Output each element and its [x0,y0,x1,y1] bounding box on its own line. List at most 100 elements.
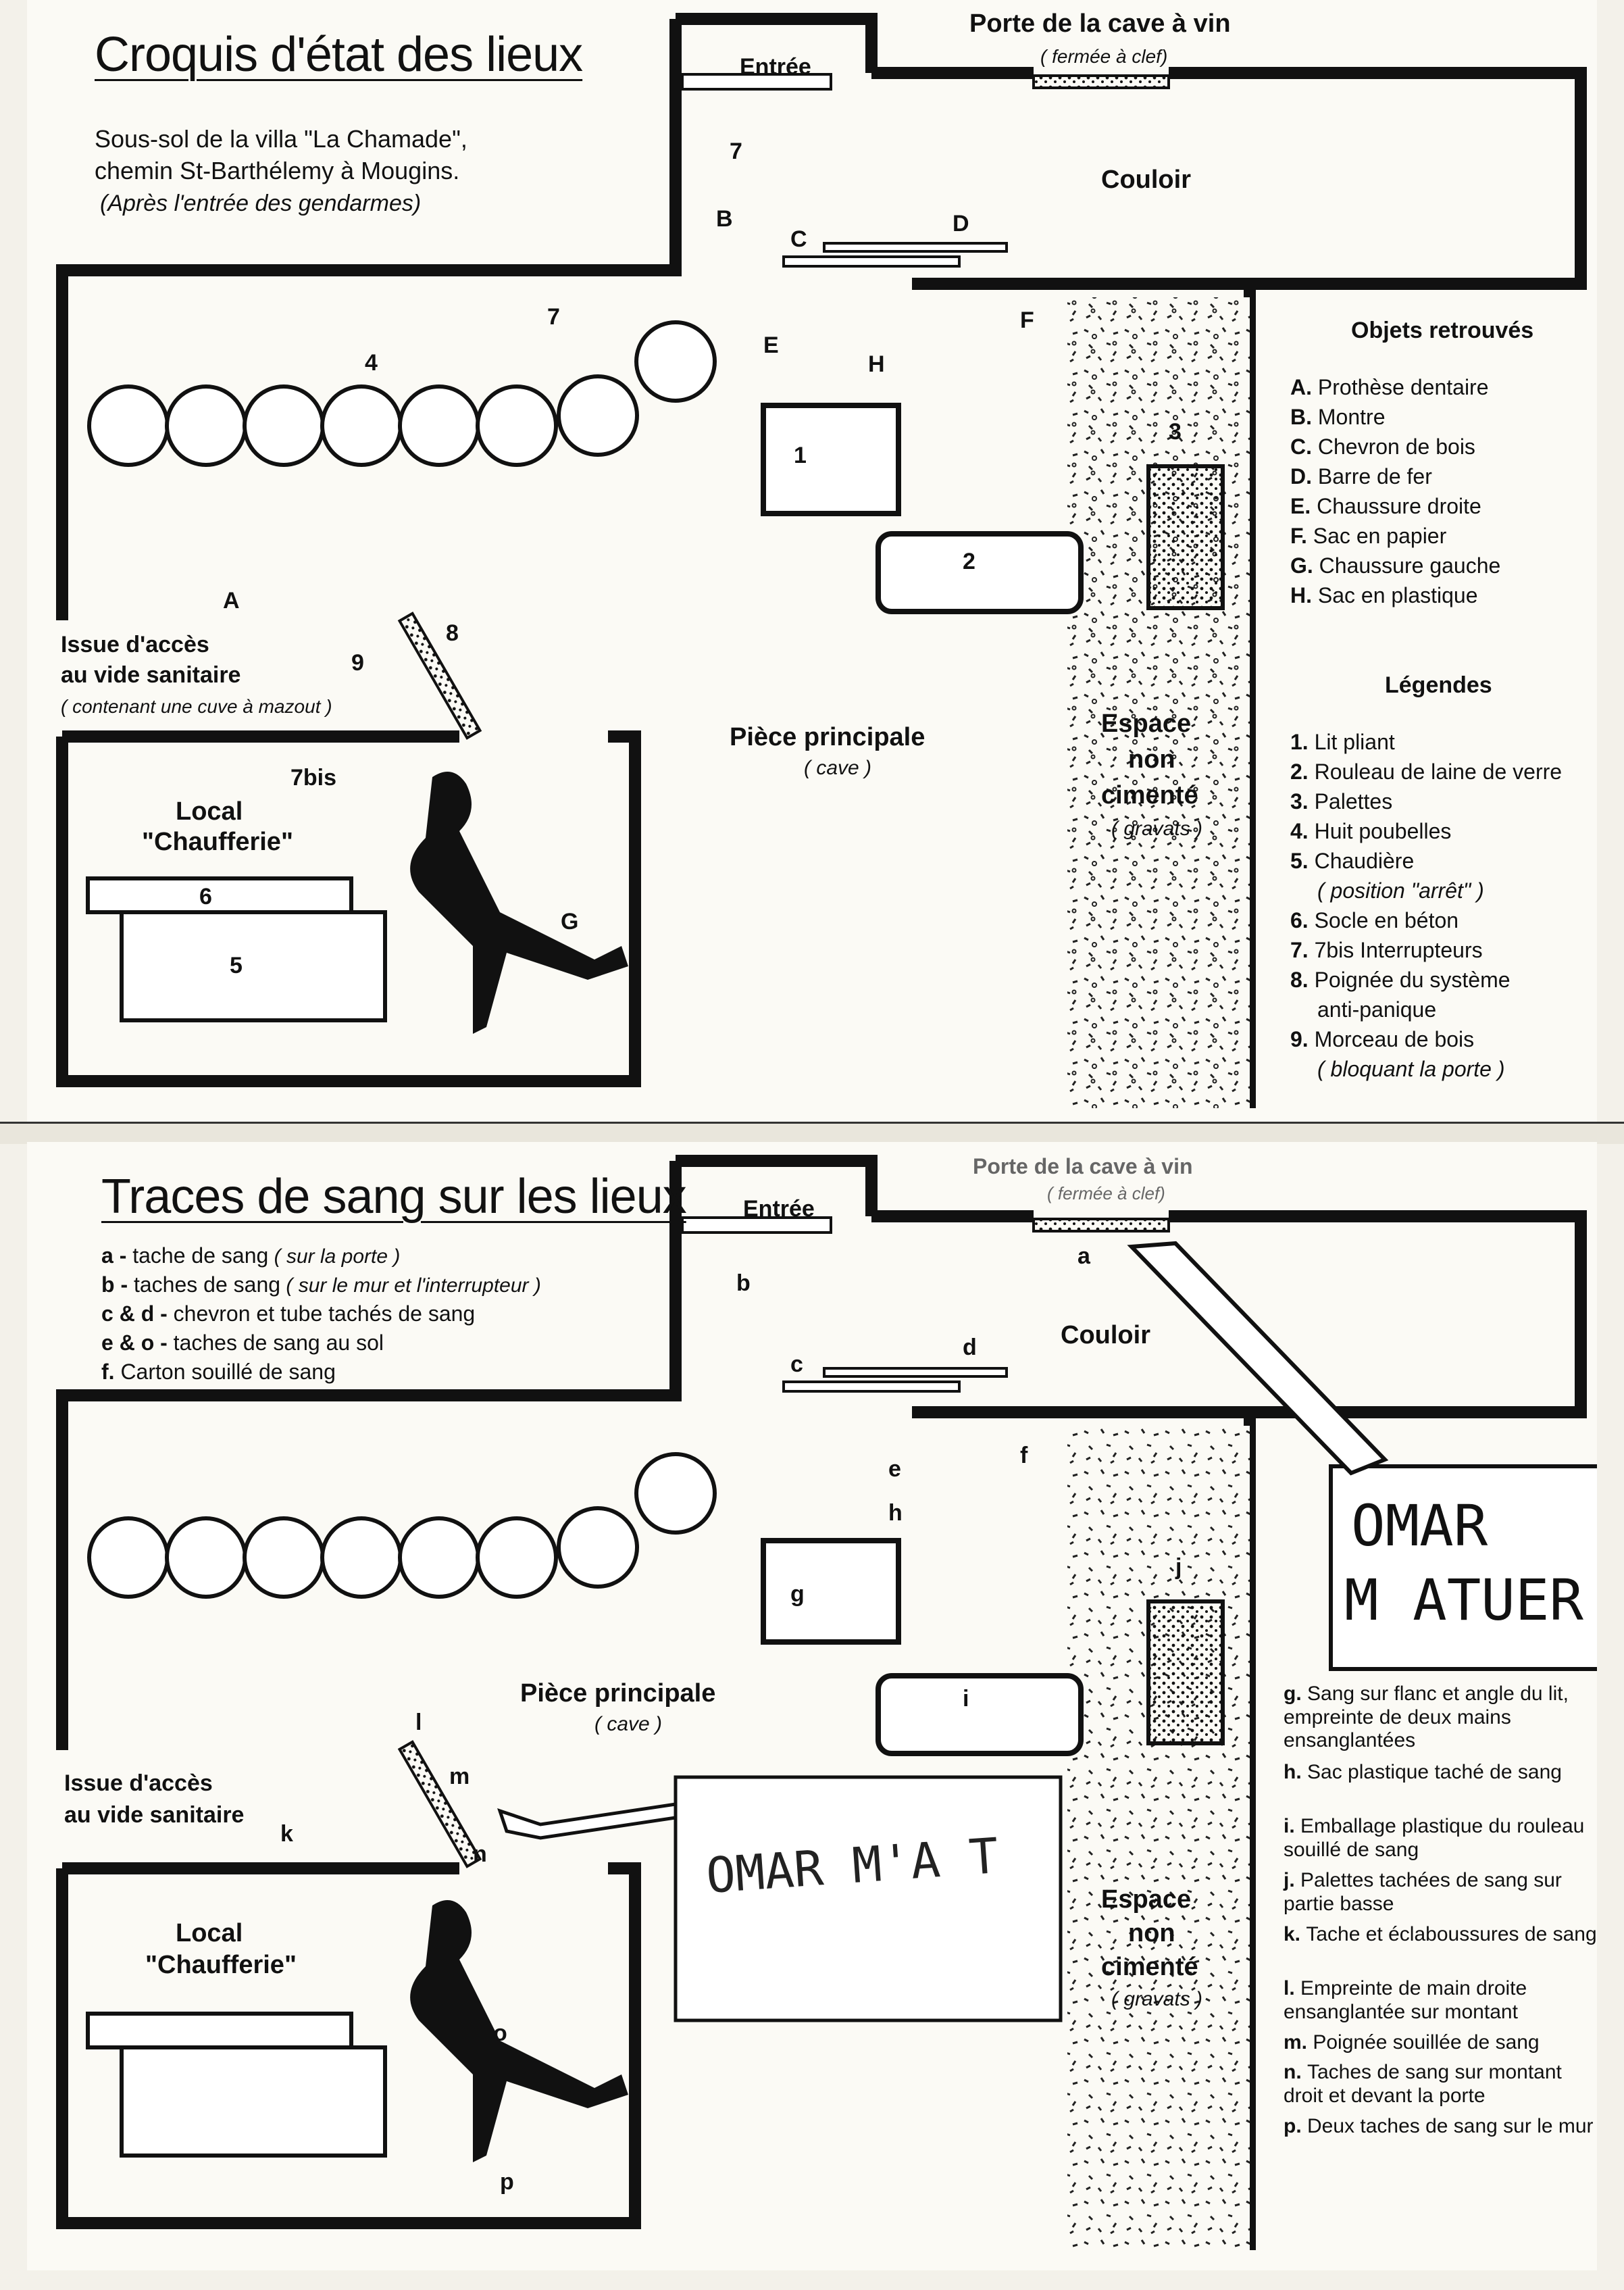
object-item-text: Sac en papier [1313,524,1447,548]
legend-item-text: anti-panique [1317,997,1437,1022]
legend-item-text: Palettes [1314,789,1393,814]
mark-A: A [223,588,240,614]
floor-plan-bottom [56,1155,1597,2250]
blood-key-text: tache de sang [132,1243,269,1268]
label-entree-bottom: Entrée [743,1196,815,1222]
blood-note-key: i. [1284,1815,1301,1837]
blood-note-text: Empreinte de main droite ensanglantée su… [1284,1977,1527,2023]
object-item: G. Chaussure gauche [1290,553,1500,578]
object-item-text: Chaussure gauche [1319,553,1501,578]
label-espace-bottom-3: cimenté [1101,1953,1198,1981]
legend-item-text: Socle en béton [1314,908,1459,932]
label-issue-bottom-2: au vide sanitaire [64,1802,245,1828]
legend-item: 6. Socle en béton [1290,908,1458,933]
entry-door-bottom [681,1216,832,1234]
gravel-area-bottom [1067,1426,1250,2250]
blood-note: j. Palettes tachées de sang sur partie b… [1284,1869,1601,1916]
mark-F: F [1020,307,1034,333]
blood-note: h. Sac plastique taché de sang [1284,1761,1601,1785]
victim-silhouette-bottom [410,1900,628,2162]
boiler [120,910,387,1022]
blood-note: g. Sang sur flanc et angle du lit, empre… [1284,1683,1601,1753]
bar-bottom [823,1367,1008,1378]
folding-bed [761,403,901,516]
page-title-bottom: Traces de sang sur les lieux [101,1170,687,1224]
page-separator [0,1122,1624,1144]
mark-e: e [888,1456,901,1482]
legend-item-key: 7. [1290,938,1315,962]
blood-note-key: m. [1284,2031,1313,2053]
mark-4: 4 [365,350,378,376]
label-piece-sub-bottom: ( cave ) [594,1713,663,1735]
blood-key: c & d - chevron et tube tachés de sang [101,1301,475,1326]
door-subtitle-bottom: ( fermée à clef) [1047,1183,1165,1203]
legend-item-text: Lit pliant [1314,730,1395,754]
object-item: D. Barre de fer [1290,464,1432,489]
blood-note-key: p. [1284,2115,1307,2137]
mark-C: C [790,226,807,252]
label-issue-2: au vide sanitaire [61,662,241,688]
blood-key-text: chevron et tube tachés de sang [173,1301,476,1326]
blood-note-key: k. [1284,1923,1306,1945]
legend-item-key: 8. [1290,968,1315,992]
wine-cellar-door [1032,74,1170,89]
subtitle-line-1: Sous-sol de la villa "La Chamade", [95,125,467,153]
object-item-text: Prothèse dentaire [1317,375,1489,399]
object-item: F. Sac en papier [1290,524,1446,549]
mark-l: l [415,1710,422,1735]
blood-note: k. Tache et éclaboussures de sang [1284,1923,1601,1947]
object-item: C. Chevron de bois [1290,434,1475,459]
object-item-key: B. [1290,405,1318,429]
glass-wool-roll [876,531,1084,614]
mark-1: 1 [794,443,807,468]
subtitle-note: (Après l'entrée des gendarmes) [100,191,422,216]
label-couloir-bottom: Couloir [1061,1321,1150,1349]
label-espace-1: Espace [1101,710,1192,738]
mark-f: f [1020,1443,1028,1468]
object-item-key: H. [1290,583,1318,607]
blood-note-key: h. [1284,1761,1307,1783]
mark-n: n [473,1841,487,1867]
victim-silhouette [410,772,628,1034]
blood-note-key: l. [1284,1977,1301,1999]
blood-key-text: taches de sang au sol [173,1330,384,1355]
mark-o: o [493,2020,507,2046]
door-callout-arrow [1127,1241,1389,1476]
blood-note-text: Sac plastique taché de sang [1307,1761,1562,1783]
legend-item-text: ( bloquant la porte ) [1317,1057,1505,1081]
legend-item-key: 4. [1290,819,1315,843]
legend-item-text: ( position "arrêt" ) [1317,878,1484,903]
mark-D: D [953,211,969,237]
blood-note-key: g. [1284,1683,1307,1705]
mark-9: 9 [351,650,364,676]
legend-item-key: 9. [1290,1027,1315,1051]
wood-chevron [782,255,961,268]
blood-key-note: ( sur le mur et l'interrupteur ) [280,1274,541,1297]
legend-item-text: Chaudière [1314,849,1415,873]
wine-cellar-door-bottom [1032,1218,1170,1233]
mark-H: H [868,351,885,377]
mark-m: m [449,1764,470,1789]
folding-bed-bottom [761,1538,901,1645]
object-item-text: Chevron de bois [1317,434,1475,459]
label-issue-sub: ( contenant une cuve à mazout ) [61,696,332,717]
label-local-bottom-1: Local [176,1919,243,1947]
bins-bottom [87,1452,717,1599]
blood-note-text: Palettes tachées de sang sur partie bass… [1284,1869,1562,1915]
label-espace-3: cimenté [1101,781,1198,810]
door-inscription-line-2: M ATUER [1344,1567,1584,1633]
door-inscription-line-1: OMAR [1351,1493,1488,1559]
legend-item: 1. Lit pliant [1290,730,1395,755]
door-subtitle: ( fermée à clef) [1040,46,1168,67]
mark-G: G [561,909,579,935]
legend-item: 9. Morceau de bois [1290,1027,1474,1052]
legend-item-key: 2. [1290,760,1315,784]
mark-p: p [500,2169,514,2195]
legend-item-key: 1. [1290,730,1315,754]
concrete-base-bottom [86,2012,353,2049]
blood-note: m. Poignée souillée de sang [1284,2031,1601,2055]
legend-item: 7. 7bis Interrupteurs [1290,938,1483,963]
legend-title: Légendes [1385,672,1492,698]
boiler-bottom [120,2045,387,2158]
label-espace-bottom-1: Espace [1101,1885,1192,1914]
